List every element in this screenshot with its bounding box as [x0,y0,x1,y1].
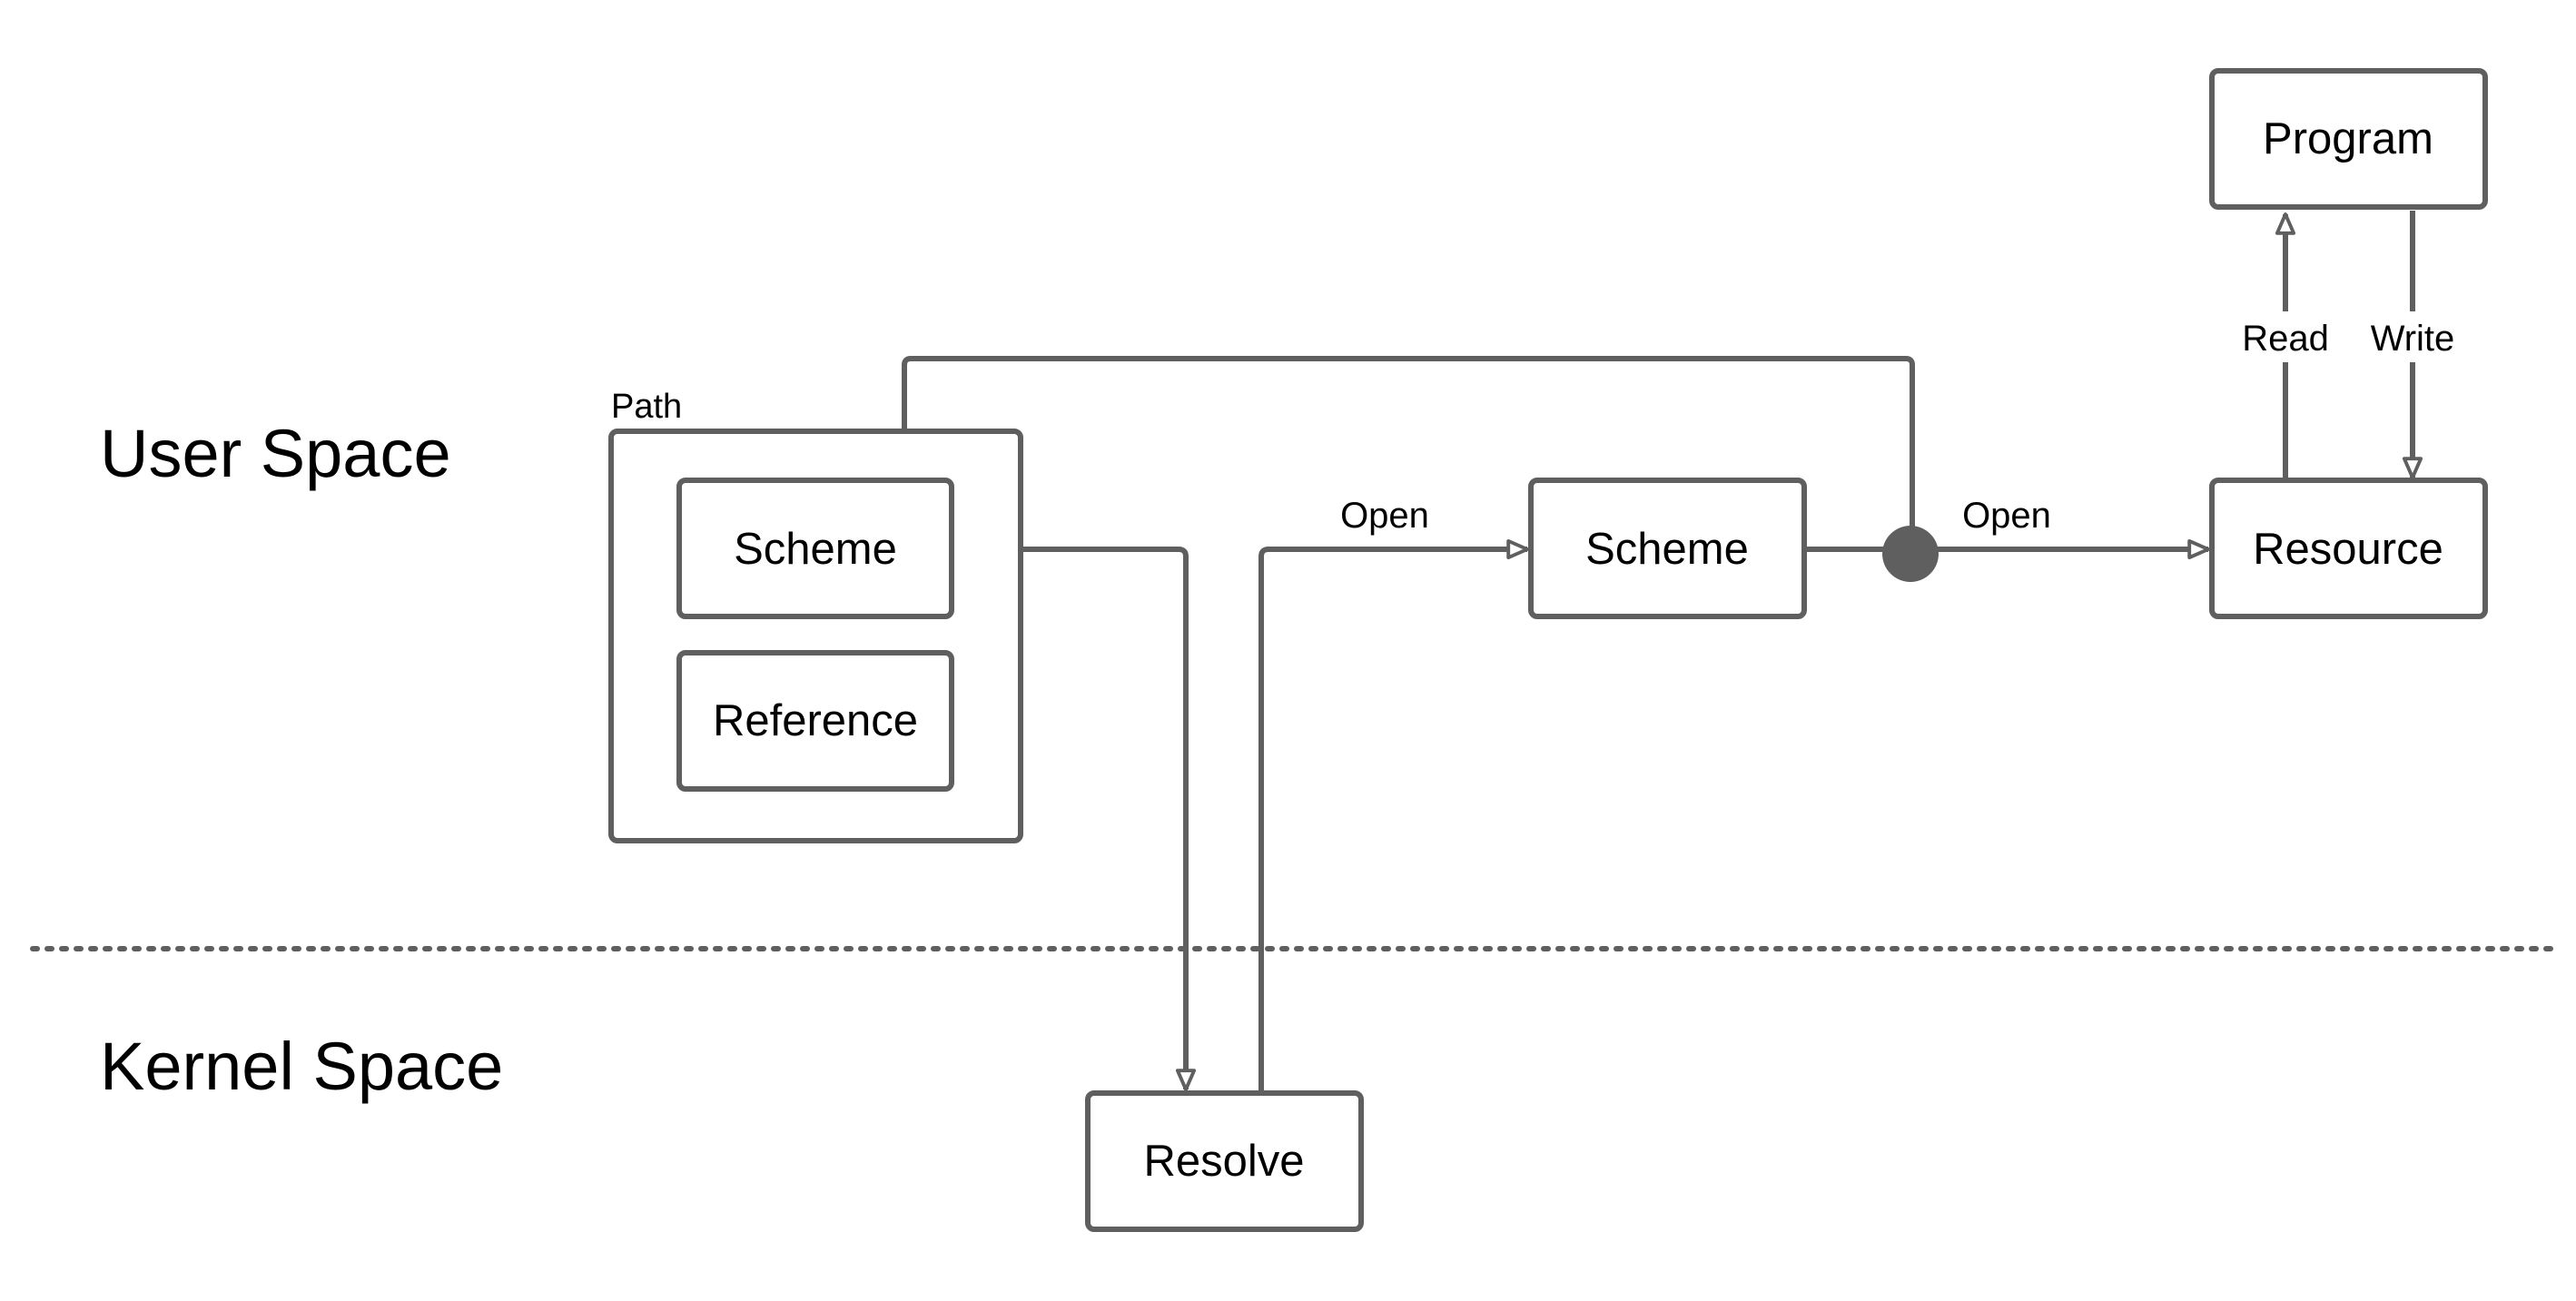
scheme-node [1528,478,1807,619]
scheme-label: Scheme [1585,525,1749,574]
path-container-label: Path [611,388,682,426]
resolve-to-scheme-connector [1258,538,1529,1093]
kernel-space-label: Kernel Space [100,1029,503,1104]
path-scheme-node [676,478,954,619]
path-scheme-label: Scheme [734,525,897,574]
resolve-label: Resolve [1143,1137,1304,1186]
read-label: Read [2242,319,2329,359]
path-reference-label: Reference [713,696,918,745]
open-to-scheme-label: Open [1340,496,1429,536]
resource-node [2209,478,2488,619]
write-label: Write [2371,319,2455,359]
user-space-label: User Space [100,416,451,491]
path-reference-node [676,650,954,792]
junction-dot [1882,526,1939,582]
open-to-resource-label: Open [1962,496,2051,536]
scheme-to-resolve-connector [952,547,1197,1091]
program-label: Program [2263,114,2433,163]
resource-label: Resource [2253,525,2443,574]
read-label-backdrop [2231,311,2340,362]
path-to-junction-connector [902,356,1915,556]
program-node [2209,68,2488,210]
resolve-node [1085,1090,1364,1232]
write-label-backdrop [2358,311,2467,362]
